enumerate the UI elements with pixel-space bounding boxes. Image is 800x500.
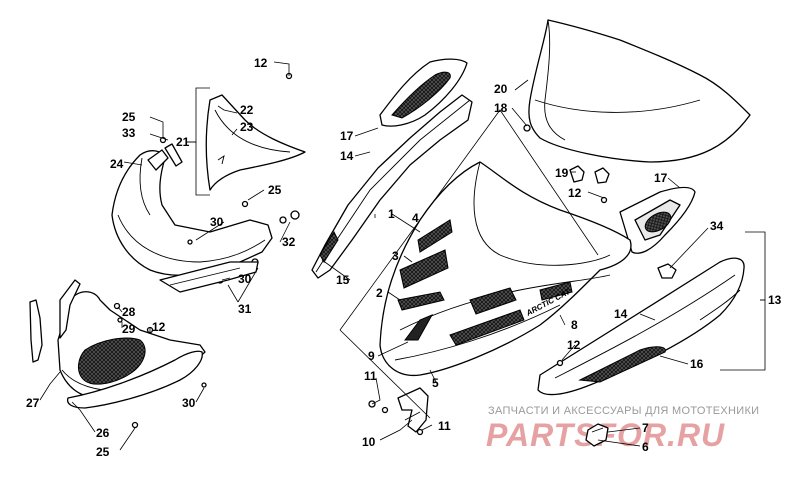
vent-2 [397,291,445,311]
callout-28: 28 [122,305,136,319]
side-panel-right-lower [537,257,745,396]
callout-7: 7 [642,421,649,435]
clip-34 [657,263,677,279]
callout-12: 12 [254,56,268,70]
callout-13: 13 [768,293,782,307]
callout-1: 1 [388,207,395,221]
fastener-12d [556,359,564,367]
callout-18: 18 [494,101,508,115]
leader-lines [39,61,766,451]
watermark-tagline: ЗАПЧАСТИ И АКСЕССУАРЫ ДЛЯ МОТОТЕХНИКИ [488,405,759,417]
callout-29: 29 [122,322,136,336]
callout-30: 30 [238,272,252,286]
hood-bracket [368,387,429,436]
callout-labels: 12 25 22 23 33 21 24 25 30 32 30 31 28 2… [26,56,782,459]
callout-6: 6 [642,440,649,454]
callout-12: 12 [567,338,581,352]
callout-17: 17 [340,129,354,143]
callout-34: 34 [710,219,724,233]
callout-20: 20 [494,82,508,96]
callout-4: 4 [412,211,419,225]
callout-30: 30 [210,215,224,229]
mount-clips-19 [569,165,610,204]
callout-25: 25 [96,445,110,459]
vent-4 [417,219,453,253]
dash-panel-22 [205,94,306,191]
side-vent-panel-right [619,186,696,254]
callout-22: 22 [240,103,254,117]
lower-skid-26 [66,350,203,409]
callout-2: 2 [376,286,383,300]
callout-12: 12 [568,186,582,200]
callout-16: 16 [690,357,704,371]
callout-24: 24 [110,157,124,171]
callout-15: 15 [336,273,350,287]
callout-11: 11 [438,419,451,433]
callout-14: 14 [340,149,354,163]
side-strip-29 [59,279,81,339]
callout-30: 30 [182,396,196,410]
vent-3 [399,249,449,289]
callout-8: 8 [571,318,578,332]
hood-assembly: ARCTIC CAT [379,161,632,377]
callout-25: 25 [122,110,136,124]
callout-5: 5 [432,376,439,390]
stripe-9 [404,313,434,341]
callout-14: 14 [614,307,628,321]
callout-23: 23 [240,120,254,134]
callout-12: 12 [152,320,166,334]
windshield [523,19,751,163]
side-rail-left [311,94,473,279]
callout-11: 11 [364,369,377,383]
callout-10: 10 [362,435,376,449]
callout-32: 32 [282,235,296,249]
watermark: ЗАПЧАСТИ И АКСЕССУАРЫ ДЛЯ МОТОТЕХНИКИ PA… [486,405,759,453]
vent-center [469,287,517,315]
callout-25: 25 [268,183,282,197]
vent-right [539,281,573,301]
callout-19: 19 [555,166,569,180]
callout-33: 33 [122,126,136,140]
callout-21: 21 [176,135,190,149]
air-intake-17 [379,58,468,127]
callout-17: 17 [654,171,668,185]
callout-31: 31 [238,302,252,316]
callout-3: 3 [392,249,399,263]
callout-9: 9 [368,349,375,363]
vertical-strip-27 [29,299,43,363]
callout-27: 27 [26,396,40,410]
vent-lower [449,309,525,346]
callout-26: 26 [96,426,110,440]
